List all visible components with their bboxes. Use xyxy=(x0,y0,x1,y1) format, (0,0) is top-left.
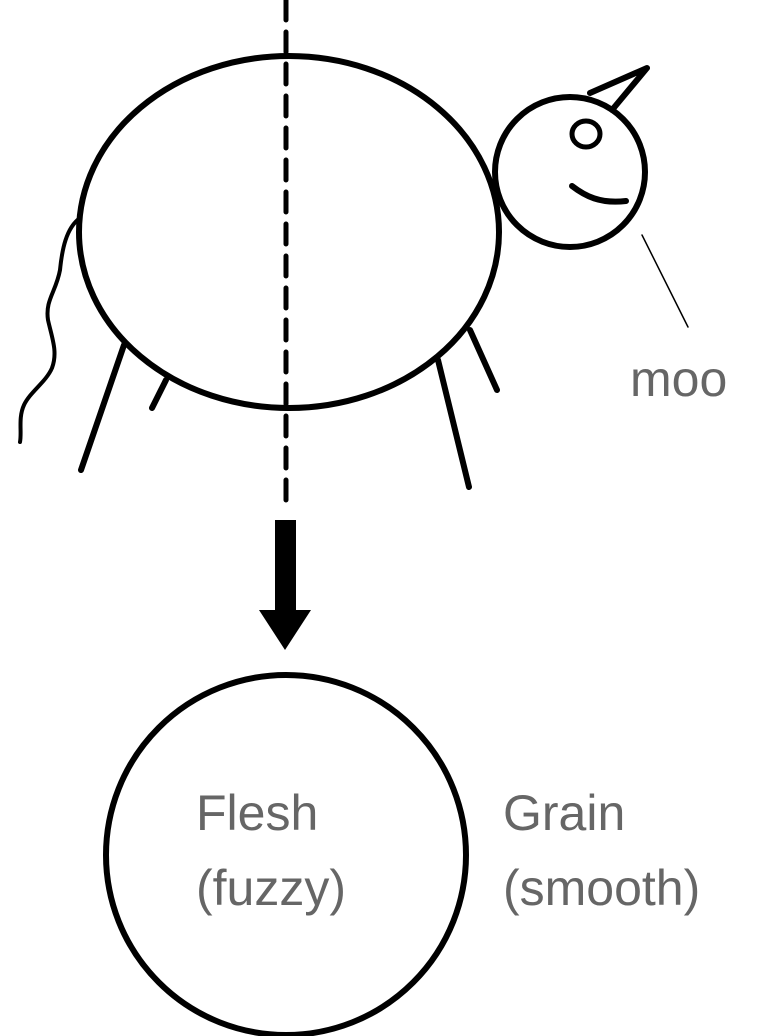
flesh-texture-label: (fuzzy) xyxy=(196,860,346,916)
cow-head xyxy=(495,97,645,247)
down-arrow-icon xyxy=(259,520,311,650)
cow-eye xyxy=(572,121,600,147)
sound-label: moo xyxy=(630,351,727,407)
sound-pointer-line xyxy=(642,235,688,327)
cow-body xyxy=(79,56,499,408)
cow-tail xyxy=(20,218,80,442)
cow-leg-front-left xyxy=(438,360,469,487)
cow-leg-back-left xyxy=(81,345,124,470)
flesh-label: Flesh xyxy=(196,785,318,841)
grain-label: Grain xyxy=(503,785,625,841)
cross-section-circle xyxy=(106,675,466,1035)
cow-figure xyxy=(20,56,647,487)
cow-leg-front-right xyxy=(470,330,497,390)
cow-mouth xyxy=(572,186,626,202)
cow-leg-back-right xyxy=(152,380,166,408)
grain-texture-label: (smooth) xyxy=(503,860,700,916)
